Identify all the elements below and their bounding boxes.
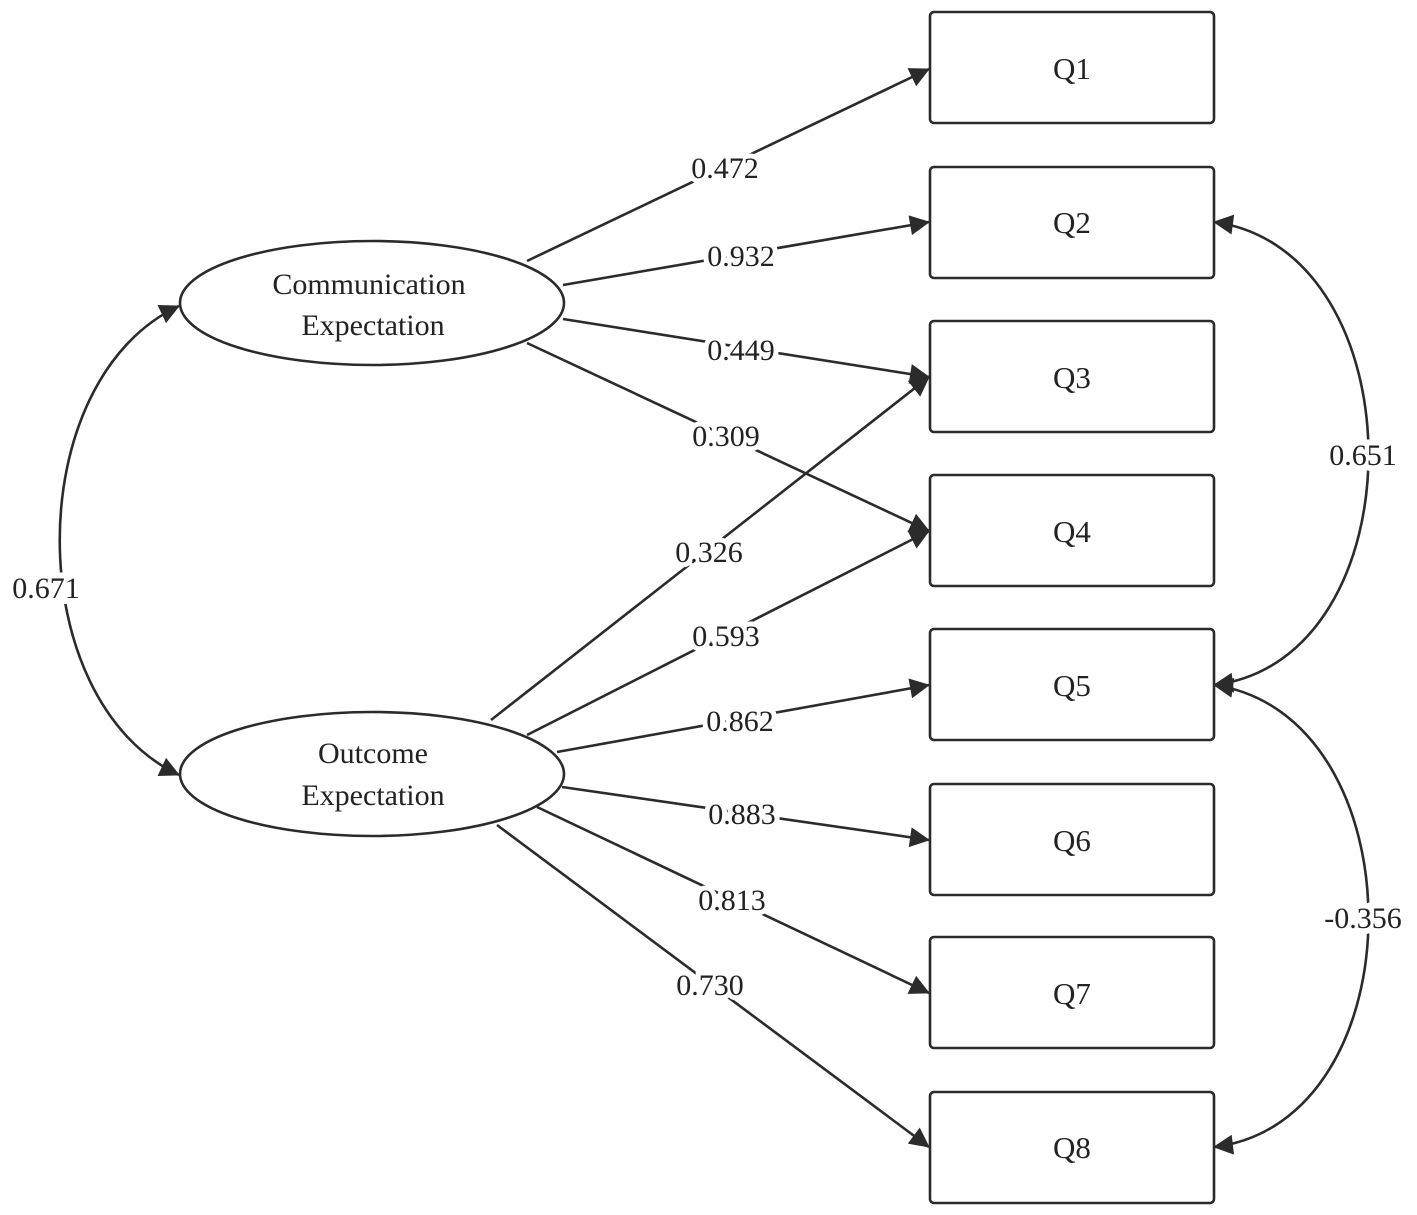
loading-label-outc-q5: 0.862 <box>706 705 774 738</box>
observed-node-q2: Q2 <box>928 165 1216 280</box>
loading-label-outc-q8: 0.730 <box>676 969 744 1002</box>
observed-node-q4: Q4 <box>928 473 1216 588</box>
observed-label: Q2 <box>1053 205 1091 240</box>
observed-label: Q1 <box>1053 51 1091 86</box>
loading-label-outc-q4: 0.593 <box>692 620 760 653</box>
observed-node-q5: Q5 <box>928 627 1216 742</box>
loading-arrow-comm-q2 <box>562 215 930 287</box>
latent-label-line: Expectation <box>301 309 444 342</box>
observed-node-q8: Q8 <box>928 1090 1216 1205</box>
loading-arrow-outc-q6 <box>561 785 930 848</box>
loading-label-outc-q7: 0.813 <box>698 884 766 917</box>
observed-layer: Q1 Q2 Q3 Q4 Q5 Q6 Q7 Q8 <box>928 10 1216 1205</box>
covariance-arc-q2-q5 <box>1213 214 1370 693</box>
latent-node-communication-expectation: Communication Expectation <box>178 239 566 367</box>
observed-label: Q5 <box>1053 668 1091 703</box>
latent-node-outcome-expectation: Outcome Expectation <box>178 710 566 838</box>
loading-arrow-outc-q3 <box>490 375 930 722</box>
loading-label-outc-q3: 0.326 <box>675 536 743 569</box>
observed-label: Q6 <box>1053 823 1091 858</box>
loading-label-comm-q4: 0.309 <box>692 420 760 453</box>
loading-arrow-outc-q8 <box>496 823 930 1149</box>
latent-label-line: Expectation <box>301 779 444 812</box>
loading-label-comm-q2: 0.932 <box>707 240 775 273</box>
covariance-label-q5-q8: -0.356 <box>1324 902 1402 935</box>
loading-arrow-outc-q4 <box>526 529 930 737</box>
labels-layer: 0.472 0.932 0.449 0.309 0.326 0.593 0.86… <box>6 147 1408 1007</box>
observed-label: Q7 <box>1053 976 1091 1011</box>
observed-label: Q3 <box>1053 360 1091 395</box>
covariance-arc-comm-outc <box>58 304 180 777</box>
latent-label-line: Outcome <box>318 737 428 770</box>
covariance-label-comm-outc: 0.671 <box>12 572 80 605</box>
observed-node-q3: Q3 <box>928 319 1216 434</box>
latent-label-line: Communication <box>272 268 465 301</box>
observed-node-q1: Q1 <box>928 10 1216 125</box>
edges-layer <box>58 67 1370 1155</box>
loading-arrow-outc-q5 <box>556 678 930 754</box>
observed-label: Q8 <box>1053 1130 1091 1165</box>
loading-arrow-outc-q7 <box>536 805 930 995</box>
observed-node-q7: Q7 <box>928 935 1216 1050</box>
covariance-label-q2-q5: 0.651 <box>1329 439 1397 472</box>
loading-label-comm-q1: 0.472 <box>691 152 759 185</box>
covariance-arc-q5-q8 <box>1213 677 1370 1155</box>
observed-label: Q4 <box>1053 514 1091 549</box>
loading-label-outc-q6: 0.883 <box>708 798 776 831</box>
loading-arrow-comm-q4 <box>526 341 930 533</box>
loading-arrow-comm-q3 <box>562 317 930 384</box>
loading-arrow-comm-q1 <box>526 67 930 263</box>
observed-node-q6: Q6 <box>928 782 1216 897</box>
latents-layer: Communication Expectation Outcome Expect… <box>178 239 566 838</box>
loading-label-comm-q3: 0.449 <box>707 334 775 367</box>
